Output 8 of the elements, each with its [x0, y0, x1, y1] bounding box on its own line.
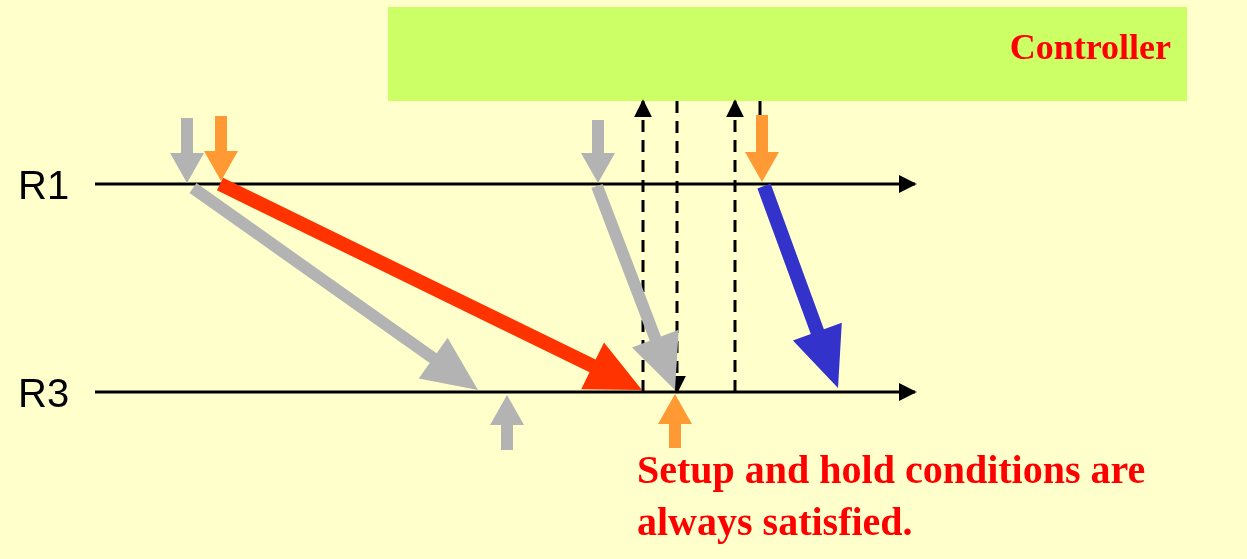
controller-box: Controller: [388, 7, 1187, 101]
timeline-arrow: [95, 383, 917, 401]
note-text: Setup and hold conditions are always satisfied.: [637, 446, 1147, 546]
signal-label: R3: [12, 368, 95, 418]
timeline-arrow: [95, 175, 917, 193]
dashed-arrow: [726, 99, 744, 392]
dashed-arrow: [634, 99, 652, 392]
signal-label: R1: [12, 160, 95, 210]
